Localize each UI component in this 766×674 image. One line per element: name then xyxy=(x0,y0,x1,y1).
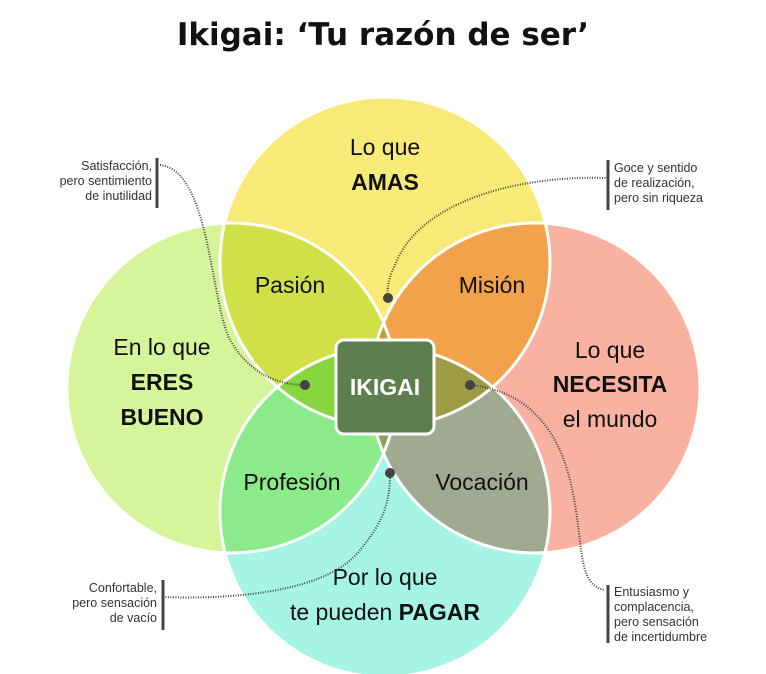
left-line2: ERES xyxy=(131,369,194,395)
bottom-line1: Por lo que xyxy=(333,564,438,590)
svg-text:de incertidumbre: de incertidumbre xyxy=(614,630,707,644)
ikigai-center xyxy=(334,338,436,436)
svg-text:pero sensación: pero sensación xyxy=(614,615,699,629)
svg-text:pero sin riqueza: pero sin riqueza xyxy=(614,191,703,205)
annotation-top-right: Goce y sentido de realización, pero sin … xyxy=(614,161,703,205)
svg-text:pero sensación: pero sensación xyxy=(72,596,157,610)
left-line3: BUENO xyxy=(120,404,203,430)
overlap-pasion: Pasión xyxy=(255,272,325,298)
right-line2: NECESITA xyxy=(553,371,668,397)
svg-text:Satisfacción,: Satisfacción, xyxy=(81,159,152,173)
connector-dot xyxy=(465,380,475,390)
overlap-ikigai: IKIGAI xyxy=(350,374,420,400)
top-line1: Lo que xyxy=(350,134,420,160)
annotation-top-left: Satisfacción, pero sentimiento de inutil… xyxy=(60,159,152,203)
overlap-profesion: Profesión xyxy=(243,469,340,495)
svg-text:Entusiasmo y: Entusiasmo y xyxy=(614,585,690,599)
overlap-vocacion: Vocación xyxy=(435,469,528,495)
left-line1: En lo que xyxy=(113,334,210,360)
svg-text:Goce y sentido: Goce y sentido xyxy=(614,161,697,175)
connector-dot xyxy=(300,380,310,390)
svg-text:pero sentimiento: pero sentimiento xyxy=(60,174,152,188)
top-line2: AMAS xyxy=(351,169,419,195)
annotation-bottom-right: Entusiasmo y complacencia, pero sensació… xyxy=(614,585,707,644)
right-line1: Lo que xyxy=(575,337,645,363)
connector-dot xyxy=(385,468,395,478)
annotation-bottom-left: Confortable, pero sensación de vacío xyxy=(72,581,157,625)
svg-text:Confortable,: Confortable, xyxy=(89,581,157,595)
page-title: Ikigai: ‘Tu razón de ser’ xyxy=(177,17,589,53)
overlap-mision: Misión xyxy=(459,272,525,298)
svg-text:de realización,: de realización, xyxy=(614,176,695,190)
connector-lines xyxy=(159,164,609,599)
right-line3: el mundo xyxy=(563,406,658,432)
svg-text:de vacío: de vacío xyxy=(110,611,157,625)
connector-dot xyxy=(383,293,393,303)
svg-text:de inutilidad: de inutilidad xyxy=(85,189,152,203)
bottom-line2: te pueden PAGAR xyxy=(290,599,480,625)
svg-text:complacencia,: complacencia, xyxy=(614,600,694,614)
